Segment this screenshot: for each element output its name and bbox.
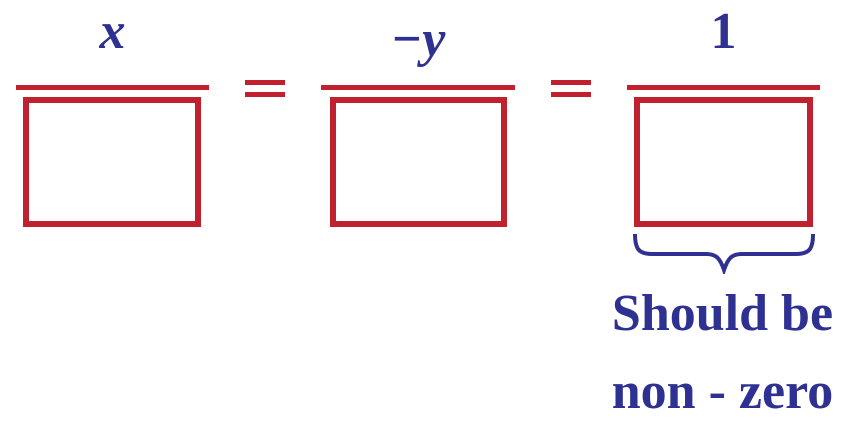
denominator-box-1: [23, 97, 201, 227]
numerator-x: x: [99, 3, 126, 60]
curly-brace-icon: [633, 233, 815, 274]
denominator-box-2: [330, 97, 507, 227]
annotation-line-1: Should be: [611, 285, 834, 342]
equals-sign-2: [551, 80, 591, 97]
numerator-neg-y: −y: [390, 11, 446, 68]
equals-sign-1: [245, 80, 285, 97]
fraction-bar-2: [321, 85, 515, 90]
denominator-box-3: [634, 97, 813, 227]
fraction-bar-1: [16, 85, 209, 90]
fraction-bar-3: [627, 85, 820, 90]
annotation-line-2: non - zero: [611, 363, 834, 420]
numerator-one: 1: [710, 3, 737, 60]
